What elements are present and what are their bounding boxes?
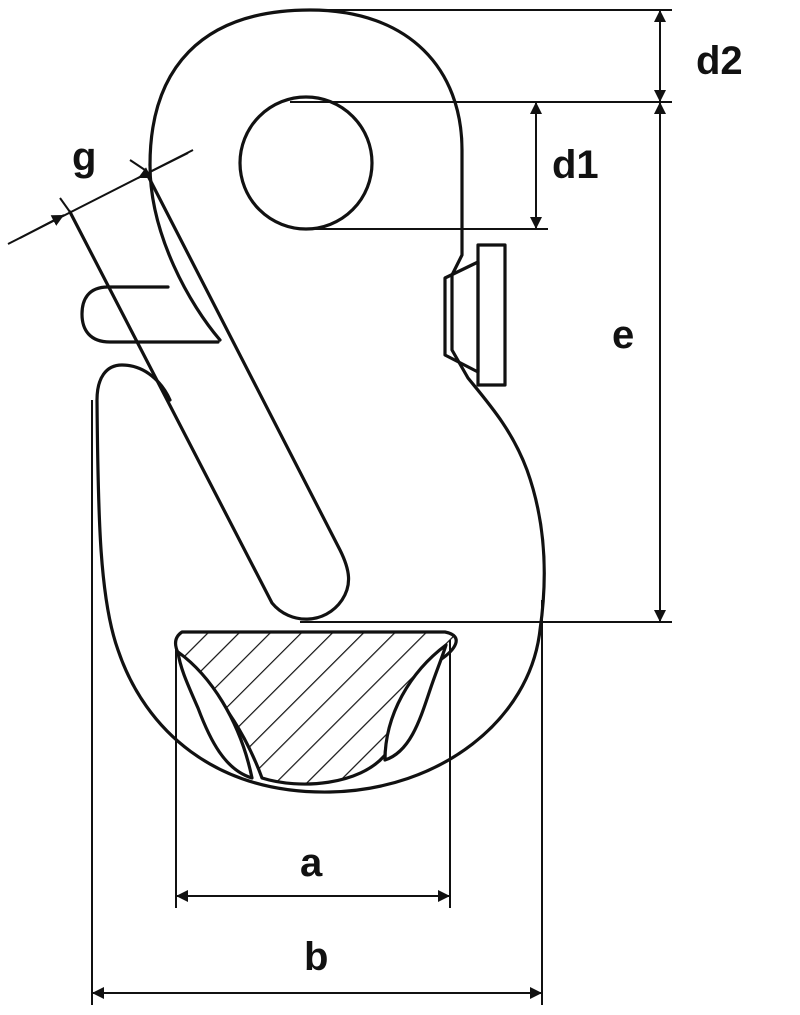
g-ext-right <box>129 159 146 171</box>
g-arrow-right <box>137 152 189 179</box>
label-a: a <box>300 841 323 885</box>
cross-section-left-lobe <box>176 650 254 780</box>
hook-body-outline <box>95 8 546 794</box>
latch-tab <box>80 285 220 344</box>
cross-section <box>173 630 458 786</box>
stopper-block <box>476 243 507 387</box>
eye-hole <box>238 95 374 231</box>
safety-latch <box>68 168 351 621</box>
g-ext-left <box>59 197 71 213</box>
g-arrow-left <box>19 214 65 239</box>
label-b: b <box>304 935 328 979</box>
label-d1: d1 <box>552 143 599 187</box>
hook-throat-outline <box>148 163 222 342</box>
label-d2: d2 <box>696 39 743 83</box>
label-e: e <box>612 313 634 357</box>
stopper-base <box>443 260 480 374</box>
label-g: g <box>72 135 96 179</box>
cross-section-right-lobe <box>383 643 448 762</box>
